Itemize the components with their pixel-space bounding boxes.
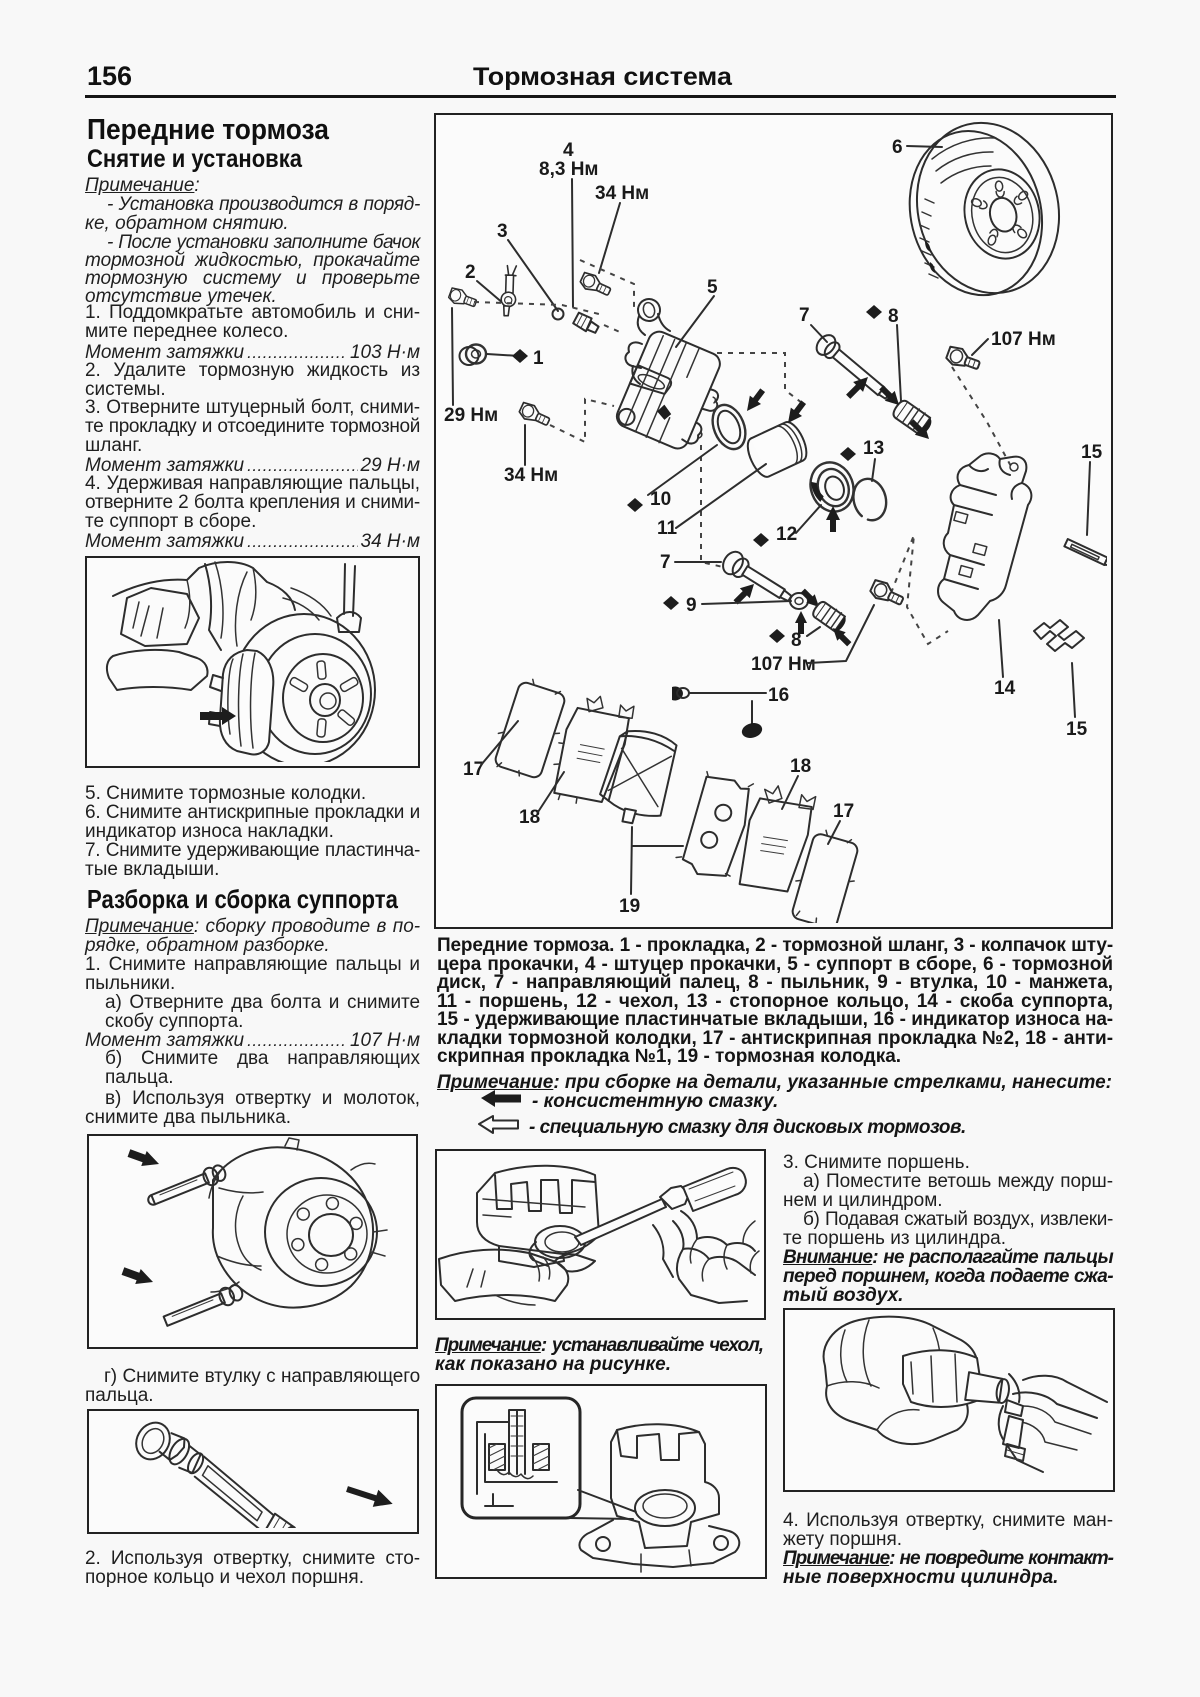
svg-text:9: 9: [686, 595, 697, 616]
svg-text:34 Нм: 34 Нм: [504, 465, 558, 486]
svg-text:10: 10: [650, 489, 671, 510]
svg-text:17: 17: [463, 759, 484, 780]
svg-text:1: 1: [533, 348, 544, 369]
svg-text:17: 17: [833, 801, 854, 822]
svg-text:15: 15: [1066, 719, 1088, 740]
svg-text:34 Нм: 34 Нм: [595, 183, 649, 204]
svg-text:8: 8: [791, 630, 802, 651]
svg-text:14: 14: [994, 678, 1016, 699]
svg-text:11: 11: [657, 518, 678, 539]
svg-text:8: 8: [888, 306, 899, 327]
svg-text:15: 15: [1081, 442, 1103, 463]
svg-text:7: 7: [799, 305, 810, 326]
svg-text:7: 7: [660, 552, 671, 573]
svg-text:8,3 Нм: 8,3 Нм: [539, 159, 598, 180]
svg-text:3: 3: [497, 221, 508, 242]
svg-text:18: 18: [519, 807, 540, 828]
svg-text:19: 19: [619, 896, 640, 917]
svg-text:29 Нм: 29 Нм: [444, 405, 498, 426]
svg-text:2: 2: [465, 262, 476, 283]
svg-text:12: 12: [776, 524, 797, 545]
svg-text:107 Нм: 107 Нм: [751, 654, 816, 675]
svg-text:107 Нм: 107 Нм: [991, 329, 1056, 350]
svg-text:5: 5: [707, 277, 718, 298]
svg-text:16: 16: [768, 685, 789, 706]
svg-text:4: 4: [563, 140, 574, 161]
svg-text:18: 18: [790, 756, 811, 777]
svg-text:13: 13: [863, 438, 884, 459]
svg-text:6: 6: [892, 137, 903, 158]
